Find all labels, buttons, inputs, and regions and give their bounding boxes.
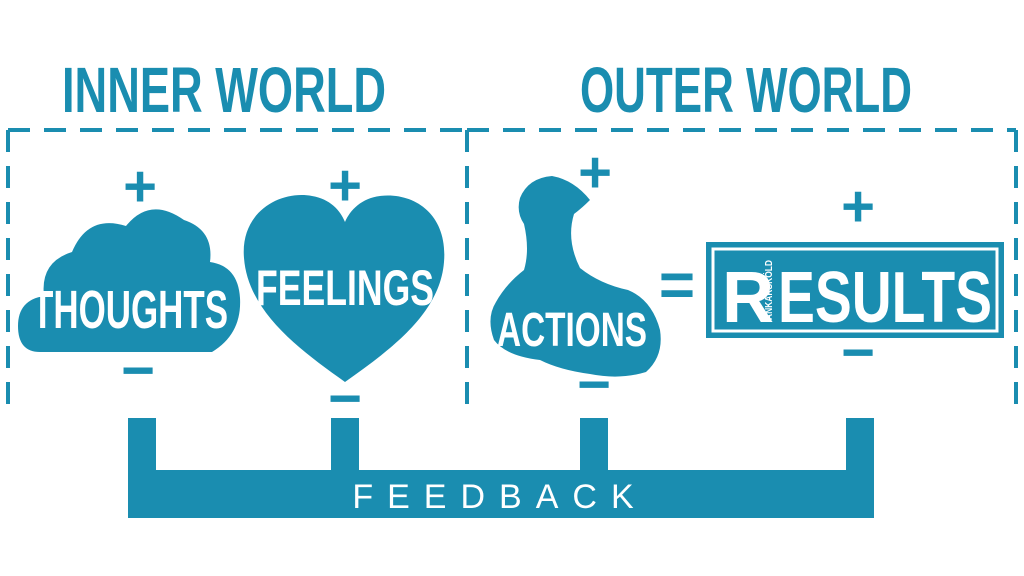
feedback-tab-feelings bbox=[331, 418, 359, 470]
inner-world-heading: INNER WORLD bbox=[62, 54, 386, 126]
results-brand: ANKARSKÖLD bbox=[762, 260, 775, 320]
feedback-bracket bbox=[128, 418, 874, 518]
equals-sign: = bbox=[659, 251, 695, 320]
thoughts-minus: − bbox=[121, 338, 155, 403]
actions-minus: − bbox=[577, 352, 611, 417]
feelings-label: FEELINGS bbox=[256, 260, 434, 316]
flexed-arm-icon bbox=[490, 176, 661, 377]
thoughts-node: THOUGHTS + − bbox=[18, 154, 241, 403]
feedback-bar bbox=[128, 470, 874, 518]
thoughts-plus: + bbox=[123, 154, 157, 219]
actions-node: ACTIONS + − bbox=[490, 140, 661, 417]
results-node: R ANKARSKÖLD ESULTS + − bbox=[706, 174, 1004, 385]
feelings-node: FEELINGS + − bbox=[243, 153, 445, 431]
results-initial-letter: R bbox=[722, 258, 774, 338]
actions-label: ACTIONS bbox=[497, 304, 647, 357]
actions-plus: + bbox=[578, 140, 612, 205]
feedback-tab-thoughts bbox=[128, 418, 156, 470]
feedback-label: FEEDBACK bbox=[352, 478, 647, 516]
results-minus: − bbox=[841, 320, 875, 385]
results-stamp-inner-border bbox=[711, 247, 999, 333]
results-stamp-icon bbox=[706, 242, 1004, 338]
feedback-tab-results bbox=[846, 418, 874, 470]
results-plus: + bbox=[841, 174, 875, 239]
thoughts-label: THOUGHTS bbox=[32, 280, 228, 340]
feedback-tab-actions bbox=[580, 418, 608, 470]
outer-world-heading: OUTER WORLD bbox=[580, 54, 912, 126]
feelings-plus: + bbox=[328, 153, 362, 218]
inner-world-frame bbox=[6, 128, 469, 410]
heart-icon bbox=[243, 195, 445, 382]
cloud-icon bbox=[18, 209, 241, 352]
results-label: ESULTS bbox=[778, 258, 992, 338]
outer-world-frame bbox=[467, 128, 1018, 410]
